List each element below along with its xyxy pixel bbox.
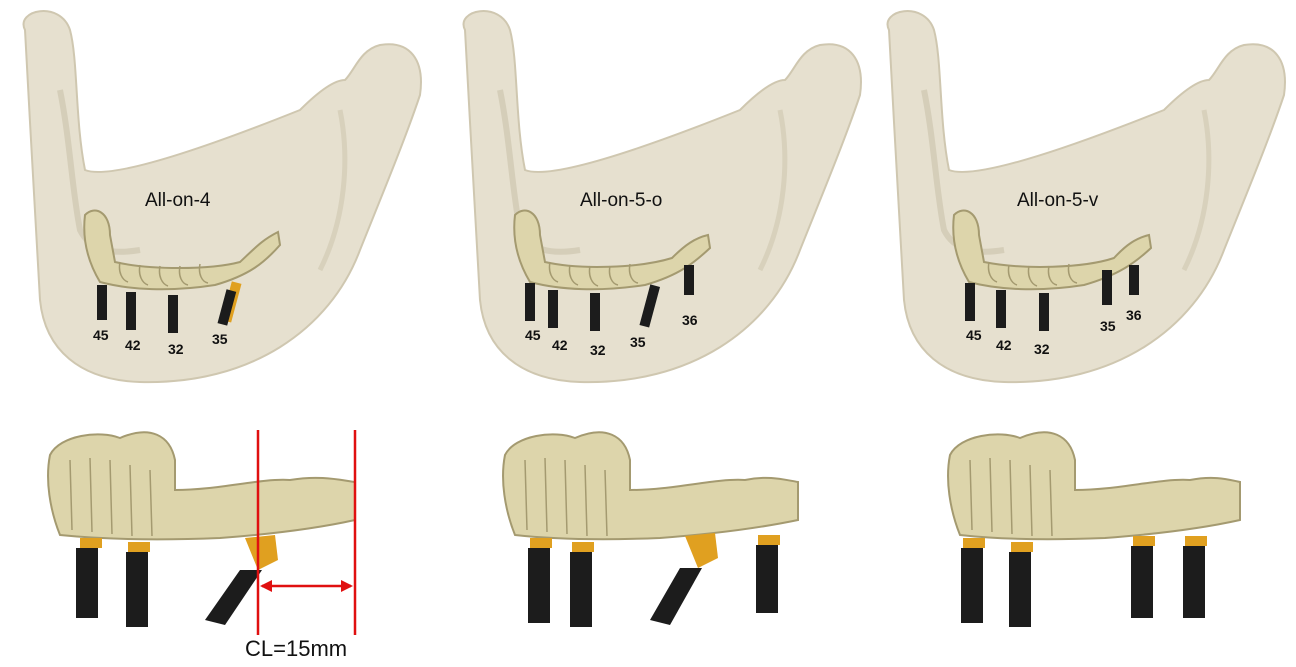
implant	[528, 548, 550, 623]
implant	[168, 295, 178, 333]
implant	[684, 265, 694, 295]
bridge-illustration	[40, 420, 400, 635]
implant	[996, 290, 1006, 328]
panel-title: All-on-5-o	[580, 190, 662, 212]
implant	[650, 568, 702, 625]
tooth-label: 45	[966, 327, 982, 343]
panel-title: All-on-4	[145, 190, 210, 212]
bridge-side-view-all-on-4	[40, 420, 472, 635]
implant	[1039, 293, 1049, 331]
implant	[126, 292, 136, 330]
implant	[1009, 552, 1031, 627]
cantilever-length-label: CL=15mm	[245, 636, 347, 662]
bridge-illustration	[945, 420, 1245, 635]
tooth-label: 35	[212, 331, 228, 347]
tooth-label: 32	[168, 341, 184, 357]
implant	[590, 293, 600, 331]
implant	[205, 570, 262, 625]
tooth-label: 32	[590, 342, 606, 358]
tooth-label: 45	[525, 327, 541, 343]
mandible-panel-all-on-5-o: All-on-5-o 45 42 32 35 36	[440, 0, 872, 395]
tooth-label: 35	[630, 334, 646, 350]
implant	[548, 290, 558, 328]
implant	[756, 545, 778, 613]
implant	[76, 548, 98, 618]
tooth-label: 35	[1100, 318, 1116, 334]
tooth-label: 42	[125, 337, 141, 353]
implant	[1129, 265, 1139, 295]
bridge-side-view-all-on-5-o	[500, 420, 932, 635]
implant	[1131, 546, 1153, 618]
implant	[965, 283, 975, 321]
tooth-label: 42	[996, 337, 1012, 353]
mandible-panel-all-on-4: All-on-4 45 42 32 35	[0, 0, 432, 395]
tooth-label: 32	[1034, 341, 1050, 357]
implant	[126, 552, 148, 627]
tooth-label: 45	[93, 327, 109, 343]
bridge-illustration	[500, 420, 800, 635]
mandible-panel-all-on-5-v: All-on-5-v 45 42 32 35 36	[864, 0, 1296, 395]
tooth-label: 42	[552, 337, 568, 353]
implant	[570, 552, 592, 627]
implant	[1102, 270, 1112, 305]
implant	[1183, 546, 1205, 618]
panel-title: All-on-5-v	[1017, 190, 1098, 212]
implant	[525, 283, 535, 321]
implant	[961, 548, 983, 623]
tooth-label: 36	[1126, 307, 1142, 323]
bridge-side-view-all-on-5-v	[945, 420, 1296, 635]
implant	[97, 285, 107, 320]
tooth-label: 36	[682, 312, 698, 328]
